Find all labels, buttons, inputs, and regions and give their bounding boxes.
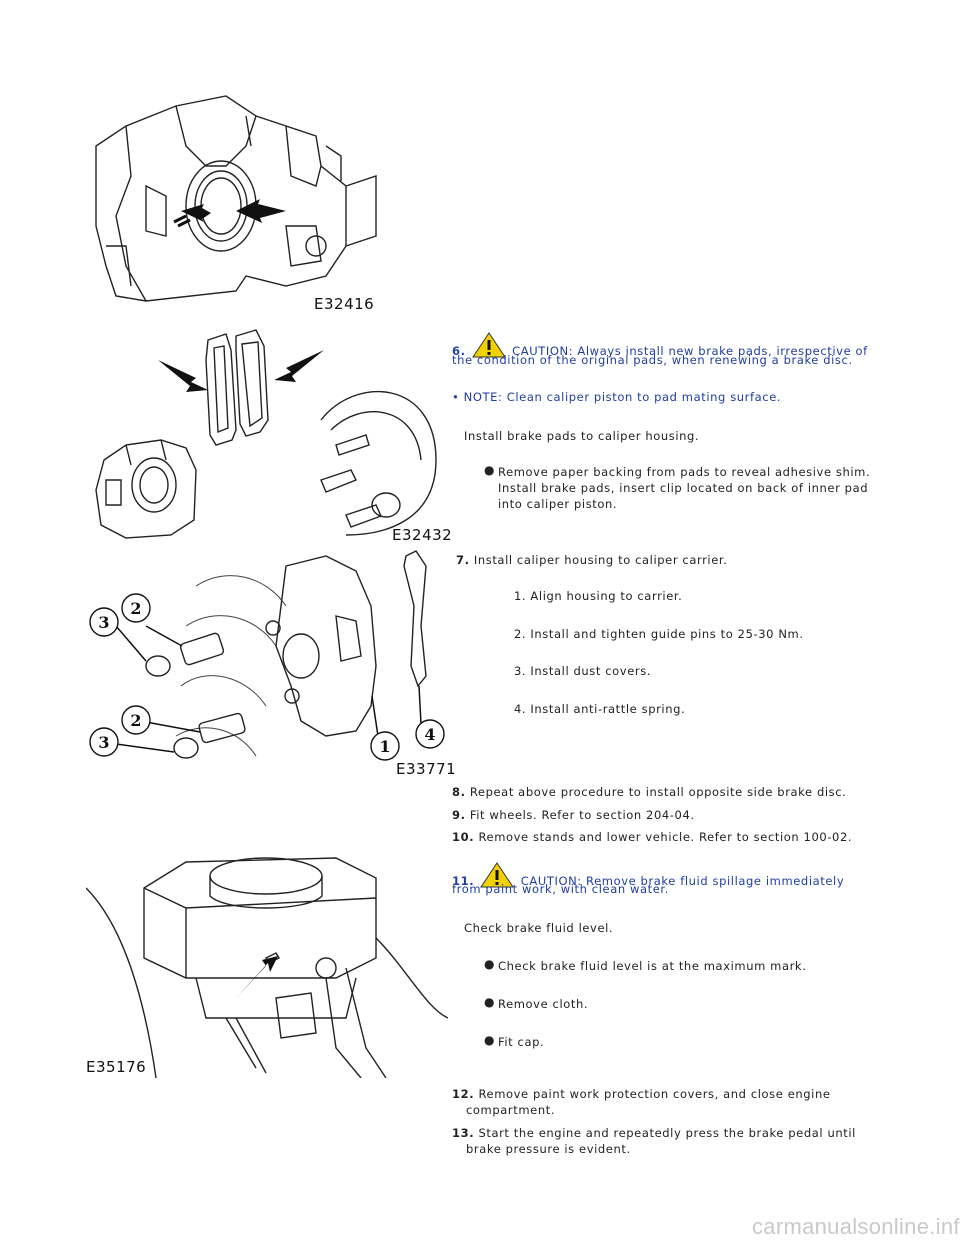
- step-9: 9. Fit wheels. Refer to section 204-04.: [452, 807, 695, 823]
- step-text: Install caliper housing to caliper carri…: [473, 553, 728, 567]
- step-6-bullet-line1: Remove paper backing from pads to reveal…: [498, 465, 871, 479]
- step-6-action: Install brake pads to caliper housing.: [464, 429, 700, 443]
- figure-label: E32416: [314, 295, 375, 313]
- step-12: 12. Remove paint work protection covers,…: [452, 1086, 831, 1102]
- step-6-caution: 6. CAUTION: Always install new brake pad…: [452, 332, 868, 359]
- figure-brake-pads: E32432: [86, 320, 452, 544]
- step-7-substep-1: 1. Align housing to carrier.: [514, 589, 683, 603]
- step-6-bullet-line3: into caliper piston.: [498, 497, 618, 511]
- figure-label: E32432: [392, 526, 453, 544]
- callout-3-top: 3: [98, 613, 109, 632]
- step-13-line2: brake pressure is evident.: [466, 1142, 631, 1156]
- figure-caliper-assembly: 2 3 2 3 1 4 E33771: [86, 546, 466, 778]
- step-text: Remove stands and lower vehicle. Refer t…: [478, 830, 853, 844]
- step-text: Repeat above procedure to install opposi…: [469, 785, 847, 799]
- bullet-icon: ●: [484, 995, 495, 1009]
- step-7: 7. Install caliper housing to caliper ca…: [456, 552, 727, 568]
- step-11-bullet-1: Check brake fluid level is at the maximu…: [498, 959, 807, 973]
- fluid-reservoir-drawing: [86, 857, 448, 1078]
- caliper-housing-drawing: [95, 95, 377, 302]
- step-number: 12.: [452, 1087, 475, 1101]
- step-11-caution: 11. CAUTION: Remove brake fluid spillage…: [452, 862, 844, 889]
- bullet-icon: ●: [484, 957, 495, 971]
- step-text: Remove paint work protection covers, and…: [478, 1087, 831, 1101]
- callout-2-bottom: 2: [130, 711, 141, 730]
- bullet-icon: ●: [484, 463, 495, 477]
- step-number: 10.: [452, 830, 475, 844]
- step-11-caution-line2: from paint work, with clean water.: [452, 882, 669, 896]
- step-number: 7.: [456, 553, 470, 567]
- step-number: 11.: [452, 874, 475, 888]
- step-7-substep-4: 4. Install anti-rattle spring.: [514, 702, 686, 716]
- step-12-line2: compartment.: [466, 1103, 556, 1117]
- step-7-substep-2: 2. Install and tighten guide pins to 25-…: [514, 627, 804, 641]
- warning-icon: [471, 332, 506, 358]
- step-6-bullet-line2: Install brake pads, insert clip located …: [498, 481, 869, 495]
- step-11-bullet-2: Remove cloth.: [498, 997, 589, 1011]
- step-11-action: Check brake fluid level.: [464, 921, 614, 935]
- step-number: 6.: [452, 344, 466, 358]
- step-text: Start the engine and repeatedly press th…: [478, 1126, 856, 1140]
- figure-label: E35176: [86, 1058, 147, 1076]
- figure-fluid-reservoir: E35176: [86, 848, 448, 1078]
- caution-text: CAUTION: Remove brake fluid spillage imm…: [520, 874, 845, 888]
- bullet-icon: ●: [484, 1033, 495, 1047]
- step-11-bullet-3: Fit cap.: [498, 1035, 545, 1049]
- caliper-assembly-drawing: 2 3 2 3 1 4: [89, 550, 445, 761]
- step-number: 8.: [452, 785, 466, 799]
- step-text: Fit wheels. Refer to section 204-04.: [469, 808, 695, 822]
- figure-label: E33771: [396, 760, 457, 778]
- brake-pads-drawing: [95, 329, 437, 539]
- step-6-caution-line2: the condition of the original pads, when…: [452, 353, 853, 367]
- step-8: 8. Repeat above procedure to install opp…: [452, 784, 846, 800]
- caution-text: CAUTION: Always install new brake pads, …: [512, 344, 868, 358]
- step-number: 9.: [452, 808, 466, 822]
- callout-4: 4: [424, 725, 435, 744]
- step-number: 13.: [452, 1126, 475, 1140]
- step-13: 13. Start the engine and repeatedly pres…: [452, 1125, 856, 1141]
- callout-1: 1: [379, 737, 390, 756]
- figure-caliper-housing: E32416: [86, 86, 406, 316]
- warning-icon: [480, 862, 515, 888]
- callout-2-top: 2: [130, 599, 141, 618]
- step-6-note: • NOTE: Clean caliper piston to pad mati…: [452, 390, 782, 404]
- step-7-substep-3: 3. Install dust covers.: [514, 664, 652, 678]
- callout-3-bottom: 3: [98, 733, 109, 752]
- step-10: 10. Remove stands and lower vehicle. Ref…: [452, 829, 852, 845]
- footer-watermark[interactable]: carmanualsonline.info: [752, 1214, 960, 1239]
